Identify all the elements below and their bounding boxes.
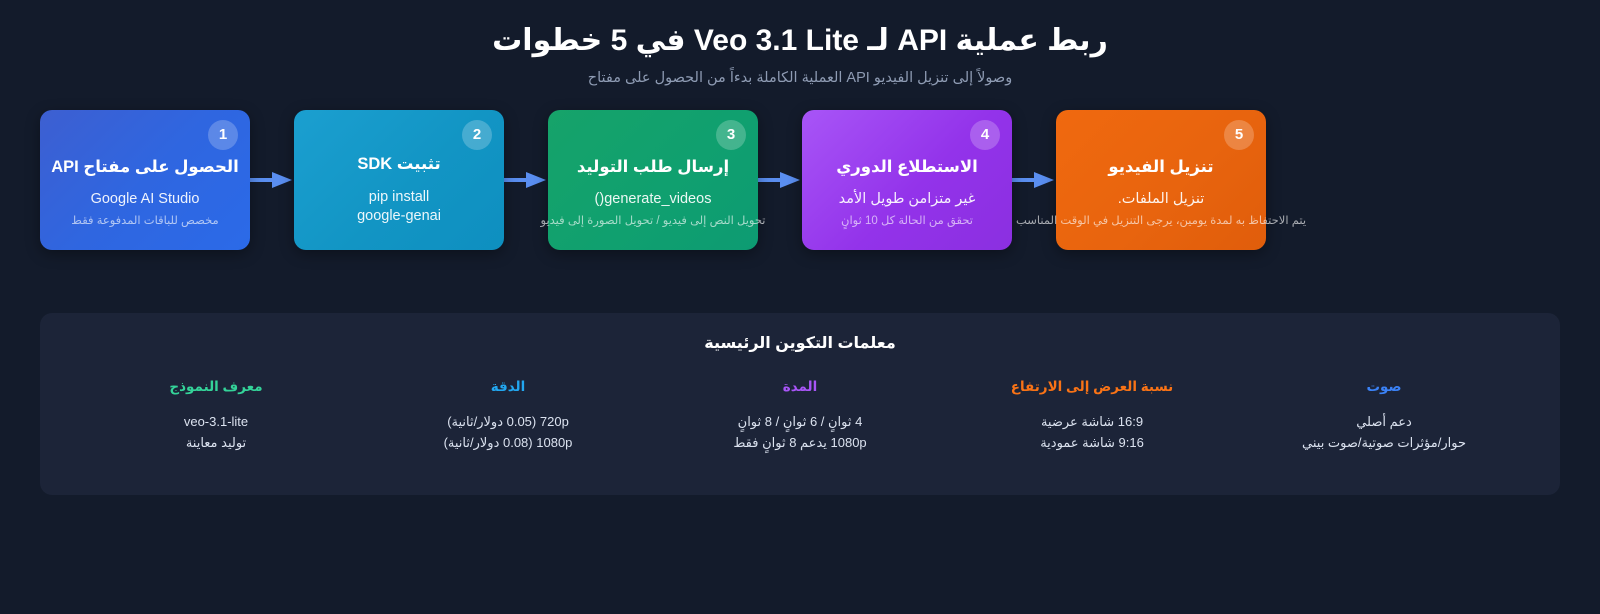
param-audio: صوت دعم أصلي حوار/مؤثرات صوتية/صوت بيني — [1238, 379, 1530, 454]
page-title: ربط عملية API لـ Veo 3.1 Lite في 5 خطوات — [492, 24, 1108, 57]
panel-title: معلمات التكوين الرئيسية — [704, 335, 896, 352]
step-title-4: الاستطلاع الدوري — [836, 157, 978, 176]
param-values-aspect-ratio: 16:9 شاشة عرضية 9:16 شاشة عمودية — [946, 411, 1238, 454]
step-card-2[interactable]: 2 تثبيت SDK pip install google-genai — [294, 109, 504, 250]
step-title-1: الحصول على مفتاح API — [51, 157, 239, 176]
step-title-3: إرسال طلب التوليد — [576, 157, 730, 176]
step-number-badge-2: 2 — [462, 119, 492, 150]
page-subtitle: وصولاً إلى تنزيل الفيديو API العملية الك… — [587, 69, 1013, 86]
step-number-badge-3: 3 — [716, 119, 746, 150]
step-code-2: pip install google-genai — [357, 188, 441, 227]
step-wrap-3: 3 إرسال طلب التوليد generate_videos() تح… — [540, 109, 802, 250]
step-card-4[interactable]: 4 الاستطلاع الدوري غير متزامن طويل الأمد… — [802, 109, 1012, 250]
step-number-badge-5: 5 — [1224, 119, 1254, 150]
page-header: ربط عملية API لـ Veo 3.1 Lite في 5 خطوات… — [0, 0, 1600, 86]
param-value2-duration: 1080p يدعم 8 ثوانٍ فقط — [733, 435, 867, 451]
param-grid: معرف النموذج veo-3.1-lite توليد معاينة ا… — [40, 379, 1560, 454]
param-value2-aspect-ratio: 9:16 شاشة عمودية — [1040, 435, 1144, 451]
step-wrap-4: 4 الاستطلاع الدوري غير متزامن طويل الأمد… — [802, 109, 1056, 250]
param-label-resolution: الدقة — [490, 379, 526, 394]
param-aspect-ratio: نسبة العرض إلى الارتفاع 16:9 شاشة عرضية … — [946, 379, 1238, 454]
config-params-panel: معلمات التكوين الرئيسية معرف النموذج veo… — [40, 313, 1560, 495]
param-value1-aspect-ratio: 16:9 شاشة عرضية — [1040, 414, 1144, 429]
param-values-resolution: 720p (0.05 دولار/ثانية) 1080p (0.08 دولا… — [362, 411, 654, 454]
param-value1-resolution: 720p (0.05 دولار/ثانية) — [447, 414, 569, 429]
param-value2-audio: حوار/مؤثرات صوتية/صوت بيني — [1302, 435, 1466, 451]
step-code-5: تنزيل الملفات. — [1118, 190, 1205, 210]
param-duration: المدة 4 ثوانٍ / 6 ثوانٍ / 8 ثوانٍ 1080p … — [654, 379, 946, 454]
param-label-model-id: معرف النموذج — [169, 379, 263, 394]
step-code-line1-2: pip install — [368, 188, 430, 205]
param-values-duration: 4 ثوانٍ / 6 ثوانٍ / 8 ثوانٍ 1080p يدعم 8… — [654, 411, 946, 454]
step-number-badge-1: 1 — [208, 119, 238, 150]
param-value2-model-id: توليد معاينة — [185, 435, 247, 451]
flow-arrow-2 — [504, 110, 548, 250]
param-label-duration: المدة — [782, 379, 818, 394]
step-code-line1-4: غير متزامن طويل الأمد — [838, 190, 976, 207]
step-code-1: Google AI Studio — [91, 190, 200, 210]
step-card-1[interactable]: 1 الحصول على مفتاح API Google AI Studio … — [40, 109, 250, 250]
steps-flow: 1 الحصول على مفتاح API Google AI Studio … — [0, 109, 1600, 270]
step-code-line1-5: تنزيل الملفات. — [1117, 190, 1205, 207]
step-wrap-1: 1 الحصول على مفتاح API Google AI Studio … — [40, 109, 294, 250]
param-values-model-id: veo-3.1-lite توليد معاينة — [70, 411, 362, 454]
step-code-line2-2: google-genai — [357, 208, 441, 225]
step-card-5[interactable]: 5 تنزيل الفيديو تنزيل الملفات. يتم الاحت… — [1016, 109, 1306, 250]
step-note-4: تحقق من الحالة كل 10 ثوانٍ — [841, 214, 973, 227]
step-card-3[interactable]: 3 إرسال طلب التوليد generate_videos() تح… — [540, 109, 766, 250]
step-code-line1-1: Google AI Studio — [90, 190, 200, 207]
param-value1-duration: 4 ثوانٍ / 6 ثوانٍ / 8 ثوانٍ — [737, 414, 863, 429]
step-note-1: مخصص للباقات المدفوعة فقط — [71, 214, 219, 227]
step-note-5: يتم الاحتفاظ به لمدة يومين، يرجى التنزيل… — [1015, 214, 1307, 227]
param-label-aspect-ratio: نسبة العرض إلى الارتفاع — [1010, 379, 1174, 394]
param-value2-resolution: 1080p (0.08 دولار/ثانية) — [443, 435, 573, 451]
step-code-line1-3: generate_videos() — [594, 190, 712, 207]
step-note-3: تحويل النص إلى فيديو / تحويل الصورة إلى … — [540, 214, 766, 227]
flow-arrow-4 — [1012, 110, 1056, 250]
param-label-audio: صوت — [1366, 379, 1402, 394]
step-title-2: تثبيت SDK — [357, 155, 441, 174]
step-code-4: غير متزامن طويل الأمد — [839, 190, 976, 210]
step-wrap-5: 5 تنزيل الفيديو تنزيل الملفات. يتم الاحت… — [1016, 109, 1306, 250]
step-code-3: generate_videos() — [595, 190, 712, 210]
flow-arrow-1 — [250, 110, 294, 250]
param-values-audio: دعم أصلي حوار/مؤثرات صوتية/صوت بيني — [1238, 411, 1530, 454]
step-title-5: تنزيل الفيديو — [1108, 157, 1214, 176]
flow-arrow-3 — [758, 110, 802, 250]
param-value1-audio: دعم أصلي — [1356, 414, 1412, 429]
step-wrap-2: 2 تثبيت SDK pip install google-genai — [294, 109, 548, 250]
step-number-badge-4: 4 — [970, 119, 1000, 150]
param-value1-model-id: veo-3.1-lite — [183, 414, 249, 429]
param-resolution: الدقة 720p (0.05 دولار/ثانية) 1080p (0.0… — [362, 379, 654, 454]
param-model-id: معرف النموذج veo-3.1-lite توليد معاينة — [70, 379, 362, 454]
